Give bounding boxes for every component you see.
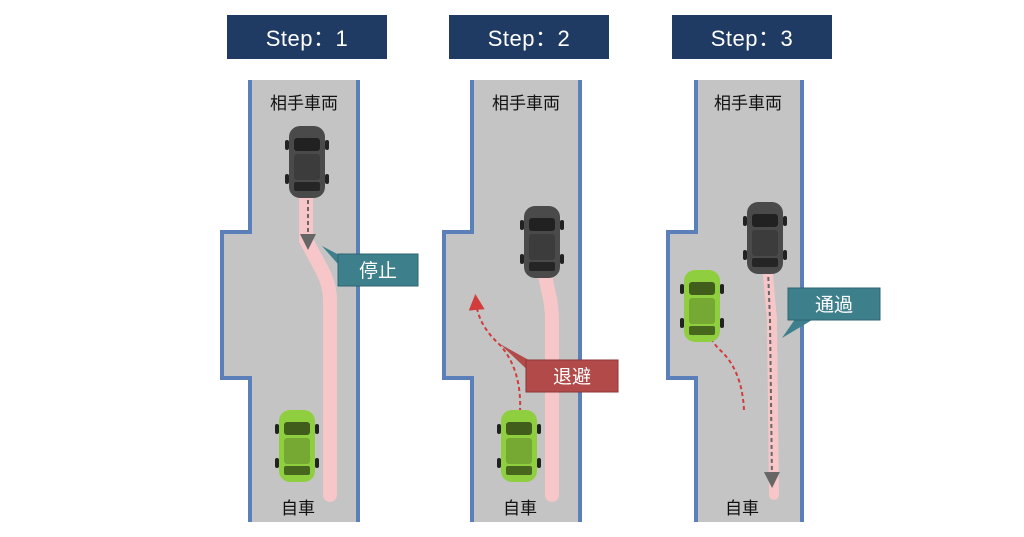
opponent-path-3 xyxy=(763,270,779,500)
road-1-left-edge xyxy=(220,80,252,522)
own-car-3 xyxy=(680,270,724,342)
panel-1: 相手車両 自車 停止 xyxy=(220,80,419,522)
callout-3-text: 通過 xyxy=(815,294,853,316)
own-path-2 xyxy=(537,263,559,502)
opponent-car-3 xyxy=(743,202,787,274)
own-label-2: 自車 xyxy=(503,499,537,519)
opponent-trajectory-3 xyxy=(763,269,780,488)
callout-1-box xyxy=(337,253,419,287)
panel-2: 相手車両 自車 退避 xyxy=(442,80,619,522)
opponent-label-1: 相手車両 xyxy=(270,94,338,114)
step-2-header: Step：2 xyxy=(449,15,609,59)
own-trajectory-2 xyxy=(468,294,522,413)
own-car-2 xyxy=(497,410,541,482)
opponent-label-2: 相手車両 xyxy=(492,94,560,114)
opponent-label-3: 相手車両 xyxy=(714,94,782,114)
road-2-left-edge xyxy=(442,80,474,522)
own-car-1 xyxy=(275,410,319,482)
step-3-header: Step：3 xyxy=(672,15,832,59)
callout-3-box xyxy=(787,287,881,321)
own-label-1: 自車 xyxy=(281,499,315,519)
callout-2-text: 退避 xyxy=(553,366,591,388)
step-1-header: Step：1 xyxy=(227,15,387,59)
road-3-left-edge xyxy=(666,80,698,522)
callout-2-box xyxy=(525,359,619,393)
own-label-3: 自車 xyxy=(725,499,759,519)
panel-3: 相手車両 自車 通過 xyxy=(666,80,881,522)
own-path-1 xyxy=(299,188,337,502)
callout-1-text: 停止 xyxy=(359,260,397,282)
opponent-car-2 xyxy=(520,206,564,278)
opponent-car-1 xyxy=(285,126,329,198)
